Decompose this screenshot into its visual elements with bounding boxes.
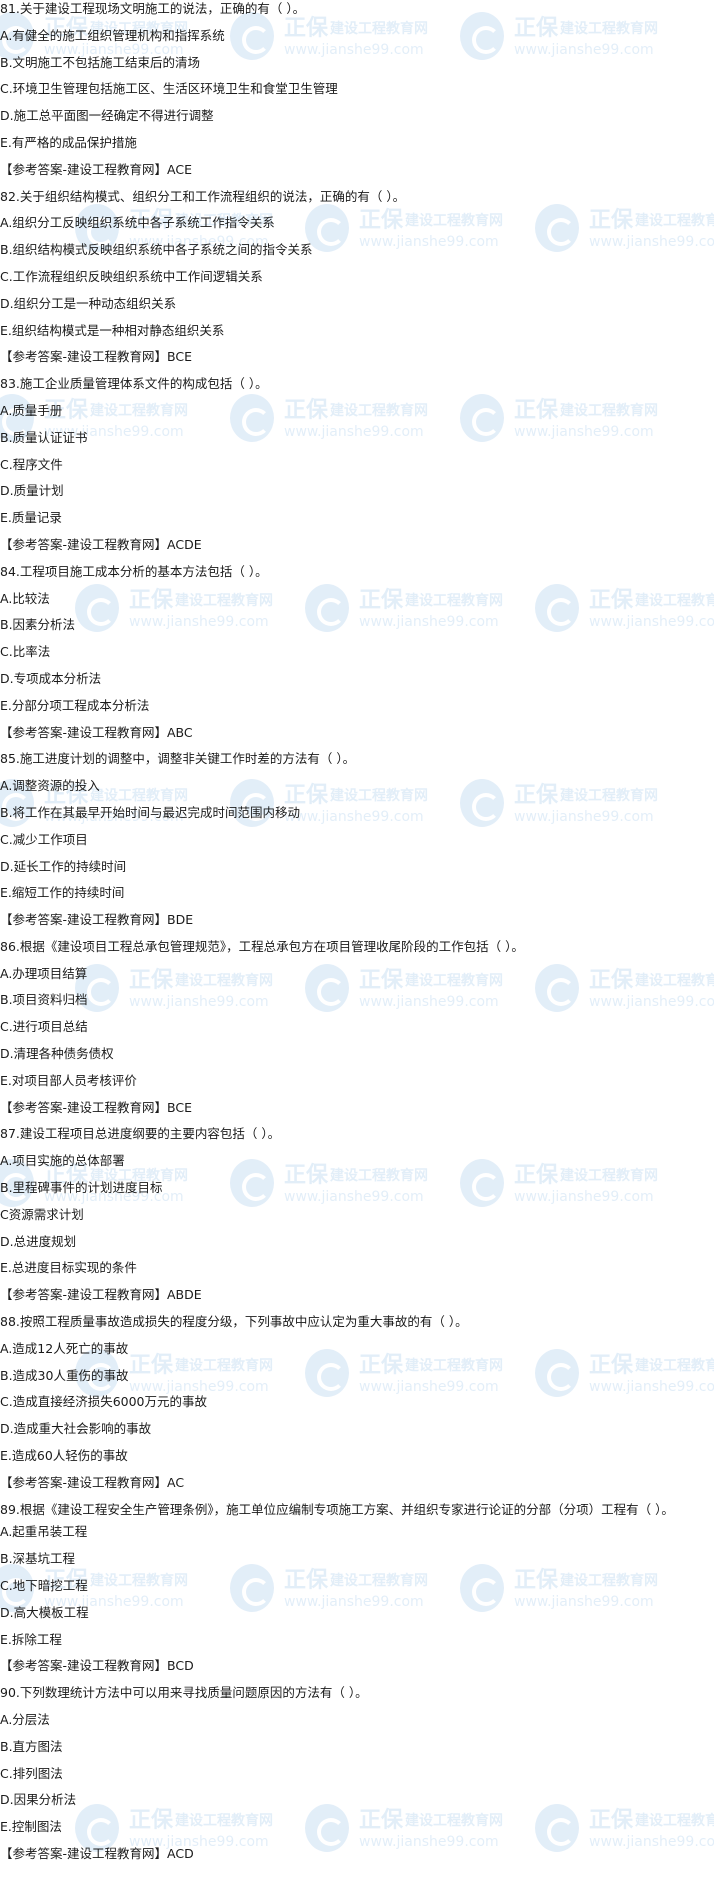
question-text: 89.根据《建设工程安全生产管理条例》，施工单位应编制专项施工方案、并组织专家进… [0, 1501, 674, 1517]
option-item: B.组织结构模式反映组织系统中各子系统之间的指令关系 [0, 242, 313, 258]
question-block: 88.按照工程质量事故造成损失的程度分级，下列事故中应认定为重大事故的有（ ）。… [0, 1313, 714, 1501]
question-block: 82.关于组织结构模式、组织分工和工作流程组织的说法，正确的有（ ）。 A.组织分… [0, 188, 714, 376]
option-item: C.环境卫生管理包括施工区、生活区环境卫生和食堂卫生管理 [0, 81, 338, 97]
option-item: E.缩短工作的持续时间 [0, 885, 125, 901]
question-text: 81.关于建设工程现场文明施工的说法，正确的有（ ）。 [0, 1, 306, 16]
question-block: 87.建设工程项目总进度纲要的主要内容包括（ ）。 A.项目实施的总体部署 B.里程… [0, 1125, 714, 1313]
option-item: A.组织分工反映组织系统中各子系统工作指令关系 [0, 215, 275, 231]
question-block: 84.工程项目施工成本分析的基本方法包括（ ）。 A.比较法 B.因素分析法 C.比率… [0, 563, 714, 751]
option-item: A.分层法 [0, 1712, 50, 1727]
answer-text: 【参考答案-建设工程教育网】BCE [0, 349, 192, 365]
option-item: D.专项成本分析法 [0, 670, 102, 686]
option-item: E.拆除工程 [0, 1631, 62, 1647]
option-item: A.造成12人死亡的事故 [0, 1340, 129, 1356]
option-item: C.造成直接经济损失6000万元的事故 [0, 1394, 208, 1410]
question-text: 90.下列数理统计方法中可以用来寻找质量问题原因的方法有（ ）。 [0, 1685, 368, 1701]
option-item: B.文明施工不包括施工结束后的清场 [0, 54, 201, 70]
question-text: 84.工程项目施工成本分析的基本方法包括（ ）。 [0, 563, 268, 579]
question-block: 83.施工企业质量管理体系文件的构成包括（ ）。 A.质量手册 B.质量认证证书 C.… [0, 375, 714, 563]
question-text: 86.根据《建设项目工程总承包管理规范》，工程总承包方在项目管理收尾阶段的工作包… [0, 938, 524, 954]
option-item: B.造成30人重伤的事故 [0, 1367, 129, 1383]
option-item: E.组织结构模式是一种相对静态组织关系 [0, 322, 225, 338]
option-item: B.项目资料归档 [0, 992, 88, 1008]
option-item: D.总进度规划 [0, 1233, 77, 1249]
option-item: E.造成60人轻伤的事故 [0, 1448, 128, 1464]
option-item: D.高大模板工程 [0, 1604, 89, 1620]
option-item: D.延长工作的持续时间 [0, 858, 127, 874]
option-item: A.质量手册 [0, 402, 63, 418]
question-text: 85.施工进度计划的调整中，调整非关键工作时差的方法有（ ）。 [0, 751, 356, 767]
option-item: E.质量记录 [0, 510, 62, 526]
option-item: E.总进度目标实现的条件 [0, 1260, 137, 1276]
option-item: C资源需求计划 [0, 1206, 84, 1222]
option-item: C.比率法 [0, 644, 51, 660]
question-block: 86.根据《建设项目工程总承包管理规范》，工程总承包方在项目管理收尾阶段的工作包… [0, 938, 714, 1126]
answer-text: 【参考答案-建设工程教育网】ACD [0, 1845, 194, 1861]
answer-text: 【参考答案-建设工程教育网】BDE [0, 912, 194, 928]
option-item: C.减少工作项目 [0, 831, 88, 847]
option-item: E.有严格的成品保护措施 [0, 134, 137, 150]
option-item: D.组织分工是一种动态组织关系 [0, 295, 177, 311]
option-item: D.清理各种债务债权 [0, 1046, 114, 1062]
option-item: C.工作流程组织反映组织系统中工作间逻辑关系 [0, 268, 263, 284]
option-item: B.将工作在其最早开始时间与最迟完成时间范围内移动 [0, 804, 301, 820]
option-item: A.有健全的施工组织管理机构和指挥系统 [0, 27, 225, 43]
option-item: A.项目实施的总体部署 [0, 1153, 125, 1169]
answer-text: 【参考答案-建设工程教育网】BCE [0, 1099, 192, 1115]
option-item: A.办理项目结算 [0, 965, 88, 981]
answer-text: 【参考答案-建设工程教育网】BCD [0, 1658, 194, 1674]
option-item: A.起重吊装工程 [0, 1524, 88, 1540]
option-item: B.质量认证证书 [0, 429, 88, 445]
answer-text: 【参考答案-建设工程教育网】ACDE [0, 536, 202, 552]
answer-text: 【参考答案-建设工程教育网】ABDE [0, 1287, 202, 1303]
option-item: C.地下暗挖工程 [0, 1578, 88, 1594]
option-item: C.进行项目总结 [0, 1019, 88, 1035]
option-item: D.造成重大社会影响的事故 [0, 1421, 152, 1437]
option-item: E.对项目部人员考核评价 [0, 1072, 137, 1088]
option-item: B.直方图法 [0, 1738, 63, 1754]
question-text: 82.关于组织结构模式、组织分工和工作流程组织的说法，正确的有（ ）。 [0, 188, 406, 204]
option-item: B.因素分析法 [0, 617, 76, 633]
option-item: C.排列图法 [0, 1765, 63, 1781]
question-text: 83.施工企业质量管理体系文件的构成包括（ ）。 [0, 376, 268, 392]
answer-text: 【参考答案-建设工程教育网】ABC [0, 724, 193, 740]
question-block: 90.下列数理统计方法中可以用来寻找质量问题原因的方法有（ ）。 A.分层法 B.直… [0, 1684, 714, 1872]
option-item: A.比较法 [0, 590, 50, 606]
question-block: 89.根据《建设工程安全生产管理条例》，施工单位应编制专项施工方案、并组织专家进… [0, 1497, 714, 1685]
answer-text: 【参考答案-建设工程教育网】ACE [0, 161, 192, 177]
option-item: D.因果分析法 [0, 1792, 77, 1808]
option-item: D.质量计划 [0, 483, 64, 499]
question-block: 85.施工进度计划的调整中，调整非关键工作时差的方法有（ ）。 A.调整资源的投入… [0, 750, 714, 938]
option-item: E.分部分项工程成本分析法 [0, 697, 150, 713]
option-item: B.里程碑事件的计划进度目标 [0, 1180, 163, 1196]
answer-text: 【参考答案-建设工程教育网】AC [0, 1474, 185, 1490]
option-item: E.控制图法 [0, 1819, 62, 1835]
option-item: C.程序文件 [0, 456, 63, 472]
option-item: D.施工总平面图一经确定不得进行调整 [0, 108, 214, 124]
option-item: A.调整资源的投入 [0, 778, 100, 794]
question-text: 87.建设工程项目总进度纲要的主要内容包括（ ）。 [0, 1126, 281, 1142]
question-text: 88.按照工程质量事故造成损失的程度分级，下列事故中应认定为重大事故的有（ ）。 [0, 1314, 468, 1330]
question-block: 81.关于建设工程现场文明施工的说法，正确的有（ ）。 A.有健全的施工组织管理机… [0, 0, 714, 188]
option-item: B.深基坑工程 [0, 1551, 76, 1567]
